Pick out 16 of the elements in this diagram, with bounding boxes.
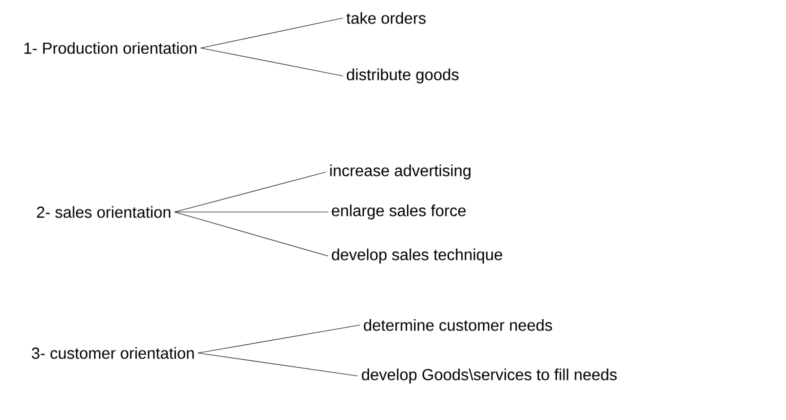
text-label: 3- customer orientation — [32, 347, 194, 359]
text-label: distribute goods — [346, 68, 459, 84]
connector-line — [200, 48, 344, 76]
text-label: take orders — [346, 12, 426, 24]
connector-line — [198, 352, 358, 376]
text-label: 1- Production orientation — [24, 42, 196, 54]
connector-line — [174, 212, 328, 256]
text-label: develop sales technique — [332, 248, 502, 264]
text-label: 2- sales orientation — [37, 206, 170, 218]
connector-line — [174, 172, 326, 212]
text-label: increase advertising — [330, 164, 470, 180]
text-label: enlarge sales force — [332, 204, 466, 220]
text-label: determine customer needs — [364, 319, 552, 331]
connector-line — [198, 324, 360, 354]
text-label: develop Goods\services to fill needs — [362, 368, 617, 384]
connector-line — [200, 18, 344, 48]
